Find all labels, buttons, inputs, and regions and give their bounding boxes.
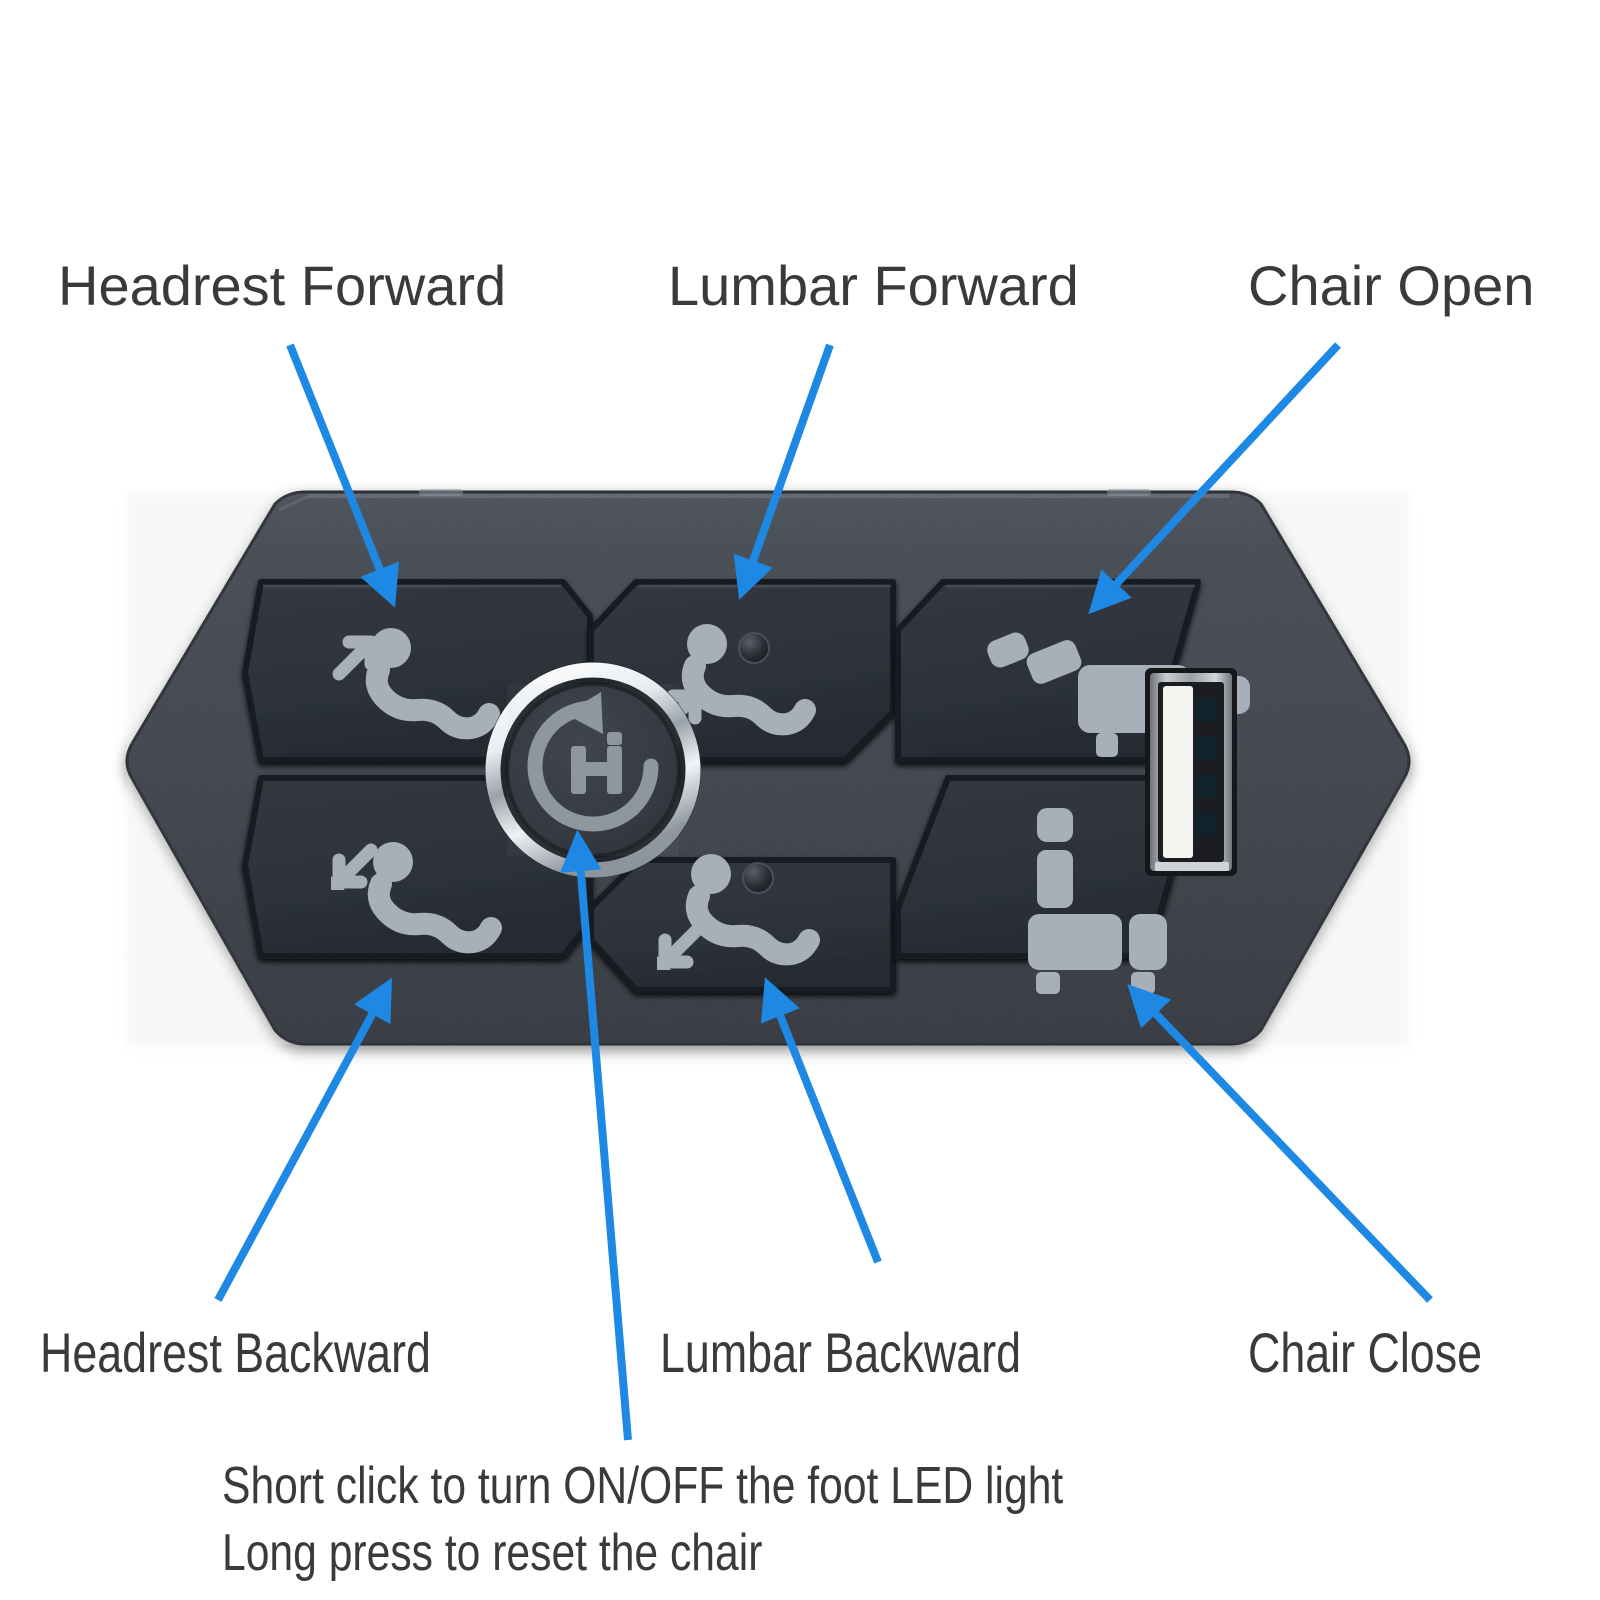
usb-a-port-shape xyxy=(1145,668,1237,876)
usb-a-port[interactable] xyxy=(1145,668,1237,876)
headrest-backward-icon xyxy=(331,842,502,954)
lumbar-backward-icon xyxy=(657,854,820,970)
button-lumbar-backward[interactable] xyxy=(591,860,893,990)
label-headrest-backward: Headrest Backward xyxy=(40,1321,431,1384)
lumbar-forward-icon xyxy=(656,624,816,736)
top-notch-right xyxy=(1107,489,1151,496)
label-lumbar-forward: Lumbar Forward xyxy=(668,254,1079,317)
label-lumbar-backward: Lumbar Backward xyxy=(660,1321,1022,1384)
center-reset-led-button[interactable] xyxy=(485,662,701,878)
label-headrest-forward: Headrest Forward xyxy=(58,254,507,317)
headrest-forward-icon xyxy=(332,628,500,740)
reset-arrow-h-logo-icon xyxy=(527,692,659,832)
label-center-note-line1: Short click to turn ON/OFF the foot LED … xyxy=(222,1457,1064,1515)
lumbar-backward-led xyxy=(742,862,774,894)
top-notch-left xyxy=(419,489,463,496)
label-chair-open: Chair Open xyxy=(1248,254,1535,317)
chair-close-icon xyxy=(1028,808,1167,994)
lumbar-forward-led xyxy=(738,632,770,664)
label-chair-close: Chair Close xyxy=(1248,1321,1483,1384)
control-panel-device xyxy=(103,470,1433,1070)
label-center-note-line2: Long press to reset the chair xyxy=(222,1524,763,1582)
